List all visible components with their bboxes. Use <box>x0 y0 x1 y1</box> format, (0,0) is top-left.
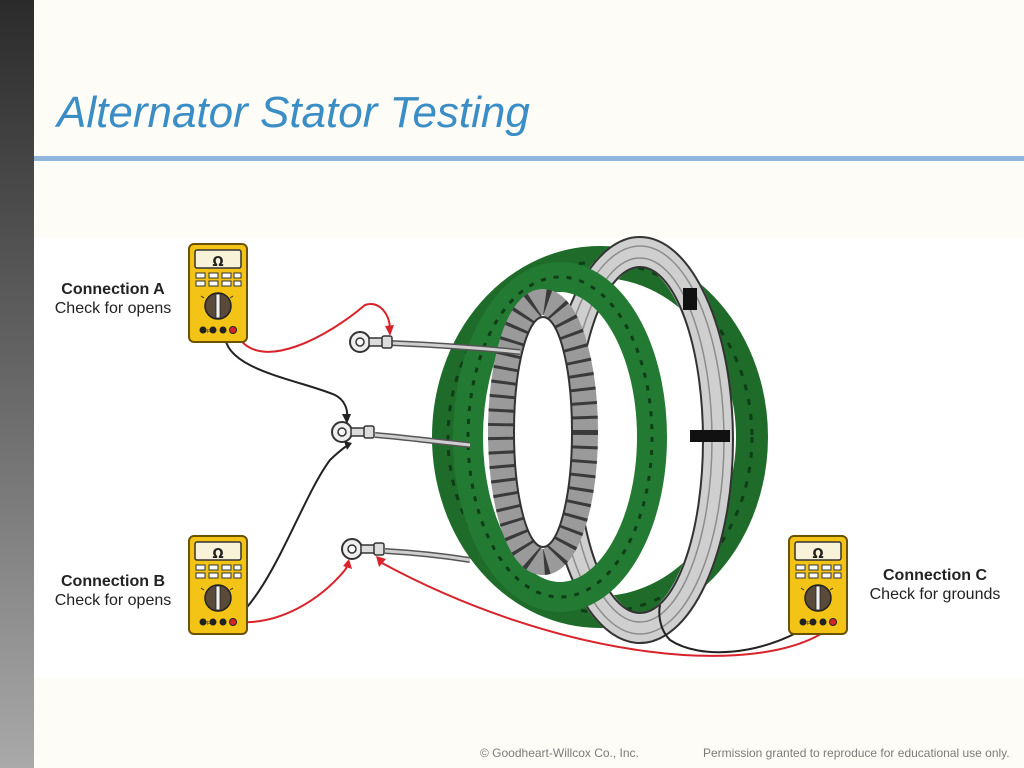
core-clip <box>683 288 697 310</box>
multimeter-a: Ω OFF <box>188 243 248 343</box>
winding-strands <box>466 275 654 599</box>
lead-wire-3-core <box>384 549 471 562</box>
ring-terminal-3 <box>341 538 385 560</box>
lead-wire-1-core <box>389 341 521 354</box>
meter-c-symbol: Ω <box>812 547 823 562</box>
meter-b-symbol: Ω <box>212 547 223 562</box>
multimeter-c: Ω OFF <box>788 535 848 635</box>
meter-c-off: OFF <box>800 621 810 627</box>
connection-a-title: Connection A <box>61 281 165 298</box>
meter-a-off: OFF <box>200 329 210 335</box>
red-lead-b <box>236 564 349 624</box>
multimeter-b: Ω OFF <box>188 535 248 635</box>
arrowhead <box>343 559 352 569</box>
stator-leads <box>331 331 521 563</box>
connection-c-subtitle: Check for grounds <box>869 586 1001 603</box>
left-accent-bar <box>0 0 34 768</box>
core-clip <box>690 430 730 442</box>
connection-b-title: Connection B <box>61 573 165 590</box>
footer-copyright: © Goodheart-Willcox Co., Inc. <box>480 746 639 760</box>
ring-terminal-1 <box>349 331 393 353</box>
arrowhead <box>385 325 394 336</box>
connection-b-subtitle: Check for opens <box>54 592 172 609</box>
title-underline <box>34 156 1024 161</box>
arrowhead <box>376 556 386 567</box>
black-lead-a <box>224 334 349 419</box>
ring-terminal-2 <box>331 421 375 443</box>
footer-permission: Permission granted to reproduce for educ… <box>703 746 1010 760</box>
stator-assembly <box>432 236 768 644</box>
arrowhead <box>342 414 351 424</box>
slide-title: Alternator Stator Testing <box>57 88 530 137</box>
arrowhead <box>344 441 352 450</box>
red-lead-c <box>379 561 831 657</box>
connection-a-subtitle: Check for opens <box>54 300 172 317</box>
connection-b-label: Connection B Check for opens <box>45 572 181 610</box>
test-leads <box>224 303 831 657</box>
connection-c-label: Connection C Check for grounds <box>858 566 1012 604</box>
connection-c-title: Connection C <box>883 567 987 584</box>
meter-a-symbol: Ω <box>212 255 223 270</box>
meter-b-off: OFF <box>200 621 210 627</box>
black-lead-c <box>658 604 806 654</box>
connection-a-label: Connection A Check for opens <box>45 280 181 318</box>
red-lead-a <box>236 303 391 353</box>
lead-wire-2-core <box>374 433 471 447</box>
stator-bore <box>513 316 573 548</box>
slot-dividers <box>488 289 598 575</box>
black-lead-b <box>224 443 350 628</box>
